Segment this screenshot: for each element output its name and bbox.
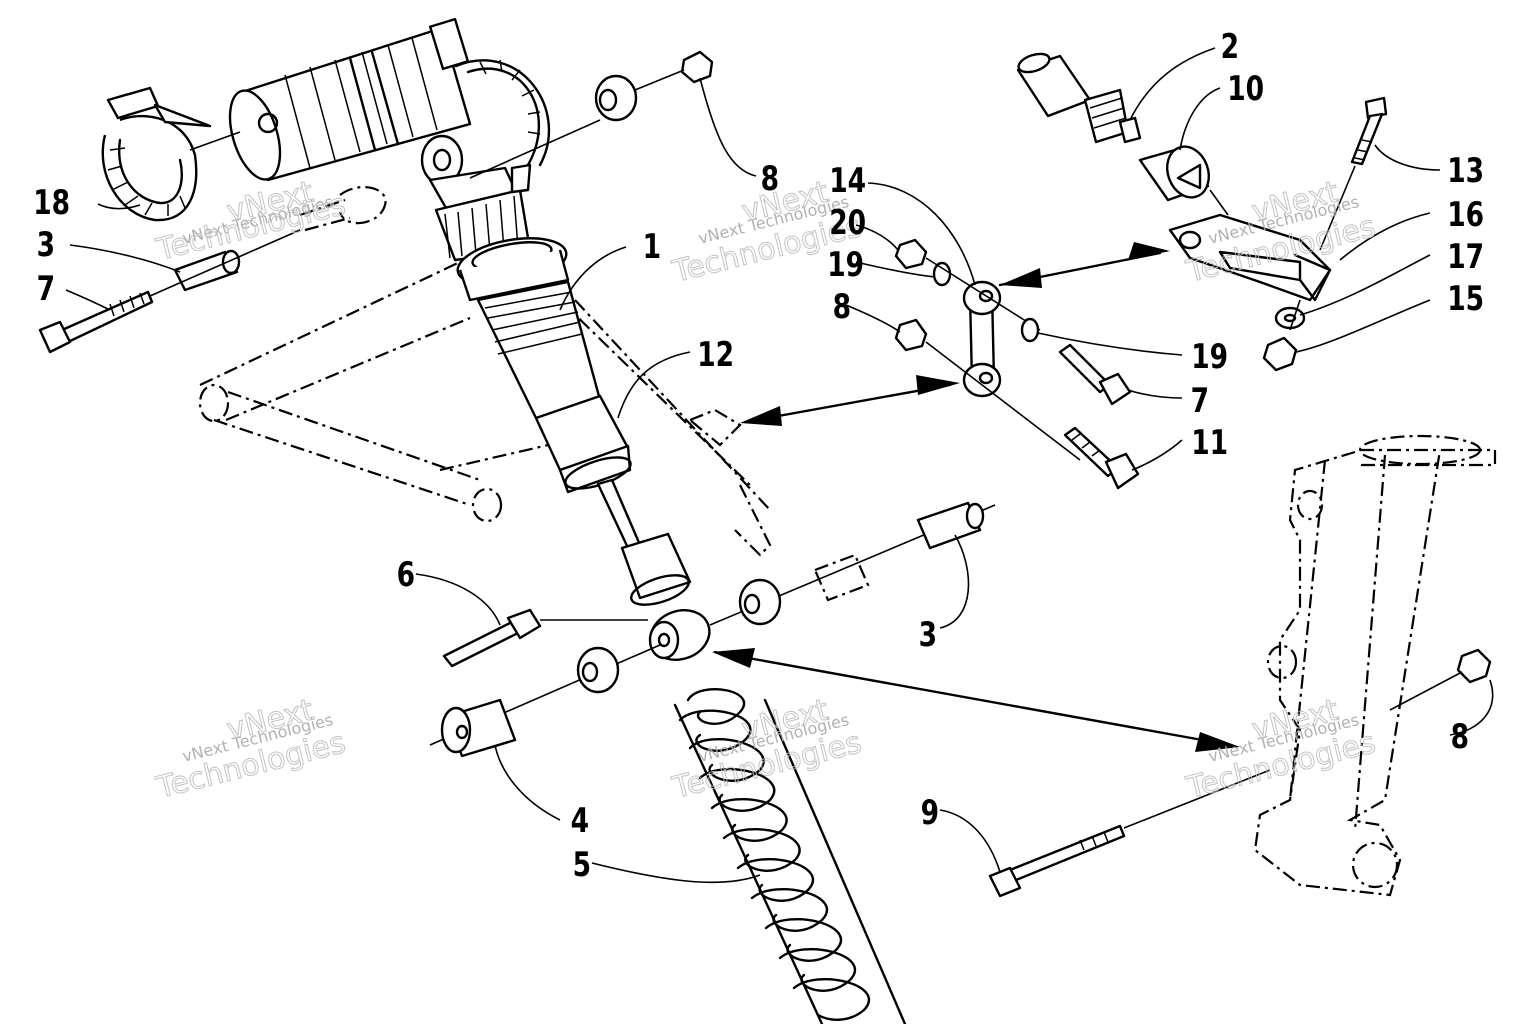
- sway-link: [894, 238, 1140, 490]
- callout-13: 13: [1447, 152, 1484, 191]
- shock-absorber: [228, 17, 711, 661]
- callout-16: 16: [1447, 196, 1484, 235]
- callout-19b: 19: [1191, 338, 1228, 377]
- callout-11: 11: [1191, 424, 1228, 463]
- spindle-phantom: [1253, 434, 1497, 897]
- callout-1: 1: [643, 228, 661, 267]
- callout-20: 20: [829, 204, 866, 243]
- callout-8c: 8: [1451, 718, 1469, 757]
- callout-3a: 3: [37, 226, 55, 265]
- callout-14: 14: [829, 162, 866, 201]
- leader-lines: [65, 47, 1494, 884]
- callout-8b: 8: [833, 288, 851, 327]
- callout-7b: 7: [1191, 382, 1209, 421]
- callout-8a: 8: [761, 160, 779, 199]
- watermarks: vNext Technologies vNext Technologies vN…: [152, 174, 1379, 806]
- adjuster-assembly: [1016, 52, 1388, 372]
- a-arm-phantom: [198, 261, 772, 557]
- callout-19a: 19: [827, 246, 864, 285]
- callout-17: 17: [1447, 238, 1484, 277]
- callout-4: 4: [571, 802, 589, 841]
- hose-clamp: [101, 86, 212, 222]
- callout-2: 2: [1221, 28, 1239, 67]
- callout-labels: 1 2 3 3 4 5 6 7 7 8 8 8 9 10 11 12 13 14…: [33, 28, 1484, 885]
- callout-18: 18: [33, 184, 70, 223]
- callout-10: 10: [1227, 70, 1264, 109]
- callout-9: 9: [921, 794, 939, 833]
- callout-5: 5: [573, 846, 591, 885]
- callout-15: 15: [1447, 280, 1484, 319]
- lower-hardware: [429, 501, 1492, 898]
- connection-arrows: [712, 242, 1240, 752]
- mounting-hardware: [38, 50, 714, 354]
- callout-7a: 7: [37, 270, 55, 309]
- callout-6: 6: [397, 556, 415, 595]
- callout-3b: 3: [919, 616, 937, 655]
- callout-12: 12: [697, 336, 734, 375]
- coil-spring: [673, 680, 907, 1024]
